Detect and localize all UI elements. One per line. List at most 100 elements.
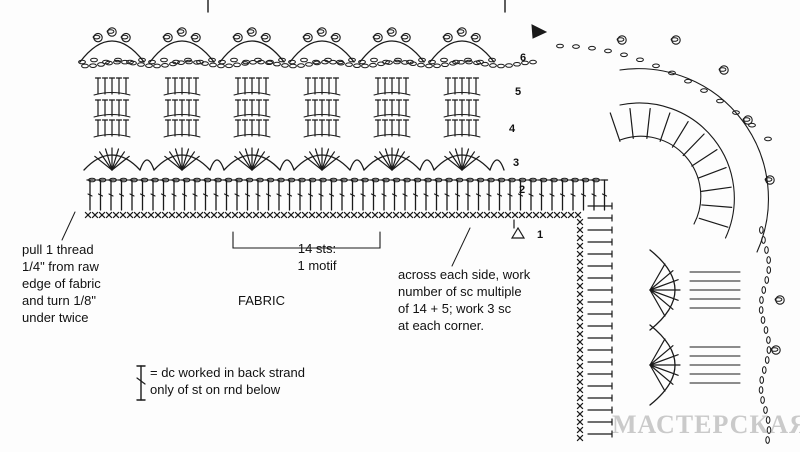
sc-stitch	[91, 211, 99, 219]
sc-stitch	[525, 211, 533, 219]
shell-dc	[461, 155, 480, 171]
chain-stitch	[759, 296, 764, 304]
chain-stitch	[337, 60, 345, 66]
chain-stitch	[145, 63, 153, 68]
row-arc	[443, 92, 481, 96]
dc-stitch	[160, 193, 167, 197]
chain-stitch	[184, 57, 192, 63]
chain-stitch	[106, 29, 115, 34]
chain-stitch	[616, 37, 625, 42]
chain-stitch	[409, 61, 417, 66]
row-arc	[373, 134, 411, 138]
sc-stitch	[553, 211, 561, 219]
chain-stitch	[193, 177, 201, 183]
chain-stitch	[466, 177, 474, 183]
chain-stitch	[592, 177, 600, 183]
chain-stitch	[428, 59, 436, 65]
chain-arch	[279, 159, 295, 171]
chain-stitch	[765, 436, 770, 444]
pull-thread-note: pull 1 thread 1/4" from raw edge of fabr…	[22, 242, 101, 325]
corner-dc	[671, 121, 689, 148]
sc-stitch	[161, 211, 169, 219]
chain-stitch	[140, 177, 149, 183]
sc-stitch	[329, 211, 337, 219]
chain-stitch	[620, 52, 628, 58]
row-arc	[303, 134, 341, 138]
shell-dc	[251, 151, 266, 171]
chain-stitch	[305, 62, 313, 67]
chain-stitch	[465, 59, 473, 65]
chain-stitch	[763, 326, 769, 334]
shell-dc	[444, 155, 463, 171]
chain-stitch	[748, 122, 756, 128]
chain-stitch	[457, 59, 465, 65]
shell-dc	[104, 148, 113, 171]
chain-stitch	[424, 177, 432, 183]
chain-stitch	[235, 177, 243, 183]
chain-arch	[489, 159, 505, 171]
chain-stitch	[246, 29, 255, 34]
chain-stitch	[572, 44, 580, 49]
dc-stitch	[297, 193, 303, 197]
sc-stitch	[189, 211, 197, 219]
chain-stitch	[758, 306, 764, 314]
dc-stitch	[465, 193, 471, 197]
chain-stitch	[766, 266, 772, 274]
shell-dc	[378, 151, 393, 171]
dc-stitch	[328, 193, 335, 197]
side-shell-dc	[649, 263, 666, 291]
chain-stitch	[172, 177, 180, 183]
chain-stitch	[130, 177, 138, 183]
chain-stitch	[464, 57, 472, 63]
chain-stitch	[372, 34, 381, 40]
sc-stitch	[147, 211, 155, 219]
shell-dc	[374, 155, 393, 171]
dc-stitch	[601, 193, 608, 197]
chain-stitch	[766, 346, 772, 354]
dc-stitch	[423, 193, 429, 197]
sc-stitch	[259, 211, 267, 219]
chain-stitch	[764, 136, 772, 142]
chain-stitch	[361, 63, 369, 69]
chain-stitch	[670, 37, 679, 42]
chain-stitch	[766, 336, 771, 344]
chain-stitch	[308, 177, 317, 183]
side-shell-dc	[649, 289, 679, 301]
chain-stitch	[763, 406, 768, 414]
picot-stitch	[471, 32, 481, 43]
shell-dc	[168, 151, 183, 171]
picot-stitch	[775, 295, 785, 305]
dc-stitch	[87, 193, 93, 197]
sc-stitch	[576, 314, 584, 322]
chain-stitch	[759, 376, 765, 384]
chain-stitch	[203, 177, 212, 183]
picot-stitch	[771, 345, 781, 355]
sc-stitch	[441, 211, 449, 219]
chain-stitch	[764, 246, 769, 254]
shell-dc	[164, 155, 183, 171]
chain-stitch	[98, 177, 107, 183]
round-number-2: 2	[519, 184, 526, 196]
dc-stitch	[517, 193, 524, 197]
chain-stitch	[97, 62, 105, 67]
chain-stitch	[113, 59, 121, 65]
sc-stitch	[576, 274, 584, 282]
chain-stitch	[758, 386, 764, 394]
dc-stitch	[213, 193, 219, 197]
side-shell-dc	[649, 345, 674, 366]
sc-stitch	[576, 386, 584, 394]
corner-dc	[700, 186, 732, 192]
shell-dc	[391, 155, 410, 171]
chain-stitch	[89, 63, 97, 68]
picot-stitch	[617, 35, 627, 45]
dc-stitch	[181, 193, 188, 197]
chain-stitch	[394, 57, 402, 63]
chain-stitch	[169, 61, 177, 67]
chain-stitch	[302, 34, 311, 40]
chain-stitch	[470, 34, 479, 40]
chain-stitch	[425, 63, 433, 69]
chain-stitch	[392, 177, 401, 183]
corner-dc	[682, 133, 705, 157]
side-shell-dc	[649, 364, 674, 385]
chain-stitch	[277, 177, 285, 183]
